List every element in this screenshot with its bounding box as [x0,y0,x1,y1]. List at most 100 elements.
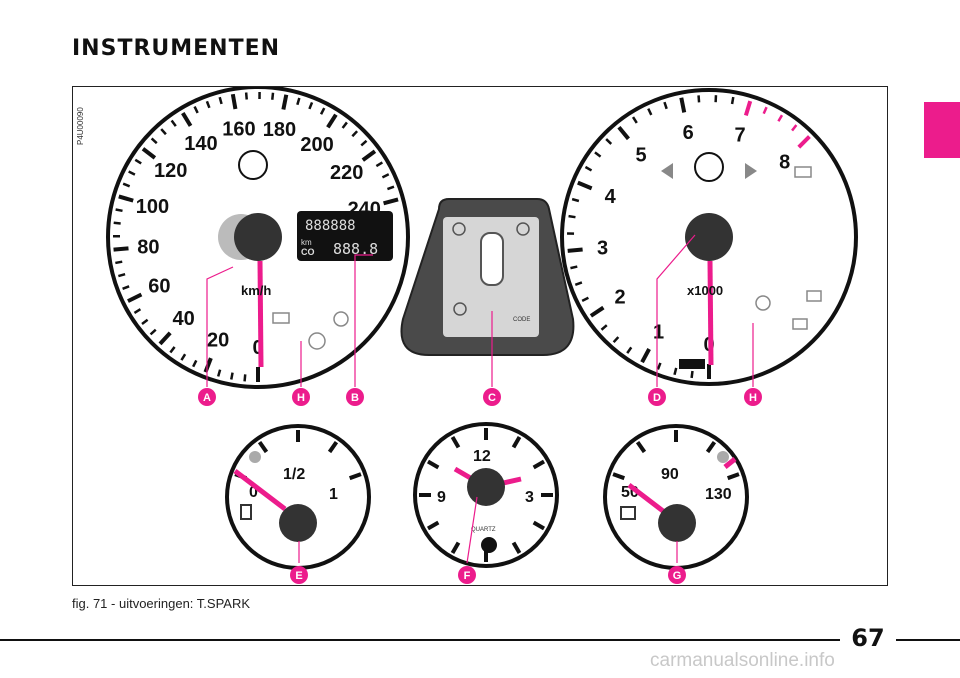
callout-label: A [203,392,211,404]
turn-right-icon [745,163,757,179]
tachometer-needle [707,260,714,366]
tachometer-tick-label: 1 [653,321,664,343]
fuel-tick-full: 1 [329,486,338,503]
callout-marker [198,388,216,406]
trip-unit: km [301,238,312,247]
fuel-gauge: 0 1/2 1 [225,424,371,570]
speedometer-tick [127,292,143,303]
speedometer-tick [113,221,121,225]
temp-tick [635,440,647,454]
temp-redzone [723,457,737,469]
clock-brand: QUARTZ [471,527,496,533]
tachometer-tick-label: 7 [734,125,745,147]
speedometer-tick [361,149,377,162]
clock-tick [426,459,440,470]
speedometer-tick [160,128,167,136]
speedometer-tick [158,331,172,346]
tachometer-tick [663,101,668,110]
speedometer-tick [296,97,301,106]
tachometer-redline-block [679,359,705,369]
tachometer-tick [605,138,613,145]
callout-marker [346,388,364,406]
tachometer-tick [697,95,701,103]
speedometer-tick [141,147,157,160]
speedometer-tick [271,92,275,100]
center-display: CODE [400,198,575,356]
tachometer-tick [612,336,620,344]
temp-tick [612,472,626,481]
clock-adjust-knob[interactable] [481,537,497,553]
temp-warning-light [717,451,729,463]
clock-tick-9: 9 [437,489,446,506]
speedometer-tick-label: 60 [148,276,170,298]
tachometer-tick [589,305,605,318]
temp-hub [658,504,696,542]
tachometer-tick-label: 2 [614,286,625,308]
speedometer-hub [234,213,282,261]
speedometer-tick [149,328,157,336]
tachometer-tick [570,265,578,270]
callout-marker [458,566,476,584]
speedometer-tick [230,93,238,110]
speedometer-tick [230,372,234,380]
speedometer-tick-label: 200 [300,134,333,156]
temp-tick [726,472,740,481]
speedometer-tick [118,194,134,203]
speedometer-tick [180,353,187,361]
speedometer-tick [381,173,390,179]
speedometer-tick-label: 140 [184,133,217,155]
speedometer-tick [244,92,248,100]
callout-marker [744,388,762,406]
clock-tick-12: 12 [473,448,491,465]
clock-tick [511,435,522,449]
clock-tick-3: 3 [525,489,534,506]
callout-marker [668,566,686,584]
speedometer-tick [383,197,399,206]
tachometer-tick [791,124,798,132]
rpm-unit: x1000 [687,283,723,298]
speedometer-tick [203,357,213,373]
tachometer-tick [571,197,580,203]
code-label: CODE [513,317,530,323]
callout-label: G [673,570,682,582]
brake-icon [516,222,530,236]
tachometer-tick [568,214,576,219]
callout-label: D [653,392,661,404]
callout-marker [483,388,501,406]
tachometer-tick [640,348,651,364]
temperature-gauge: 50 90 130 [603,424,749,570]
speedometer-tick [181,112,193,127]
tachometer-tick [656,362,662,370]
speedometer-tick [141,318,149,326]
tachometer-tick-label: 5 [636,144,647,166]
tachometer-tick-label: 4 [605,186,617,208]
speedometer-tick-label: 20 [207,330,229,352]
callout-label: E [295,570,302,582]
odometer-value: 888888 [305,218,356,234]
speedometer-tick [192,359,198,368]
fuel-tick [327,440,339,454]
speedometer-tick-label: 220 [330,162,363,184]
fuel-tick-half: 1/2 [283,466,305,483]
speedometer-tick [133,308,142,314]
clock-tick [532,459,546,470]
speedometer-tick [341,121,348,129]
tachometer-tick [584,165,593,172]
speedometer-tick [170,119,177,127]
temp-tick-90: 90 [661,466,679,483]
watermark: carmanualsonline.info [650,650,835,671]
tachometer-tick-label: 8 [779,151,790,173]
speedometer-needle [257,260,264,368]
clock-tick [450,541,461,555]
figure-code: P4U00090 [73,87,87,147]
speedometer-tick [169,346,176,354]
footer-rule-right [896,639,960,641]
tachometer-tick [574,281,583,287]
speedometer-tick [308,101,314,110]
speedometer-tick-label: 40 [173,308,195,330]
speed-unit: km/h [241,283,271,298]
svg-text:P4U00090: P4U00090 [76,107,85,145]
tachometer-hub [685,213,733,261]
